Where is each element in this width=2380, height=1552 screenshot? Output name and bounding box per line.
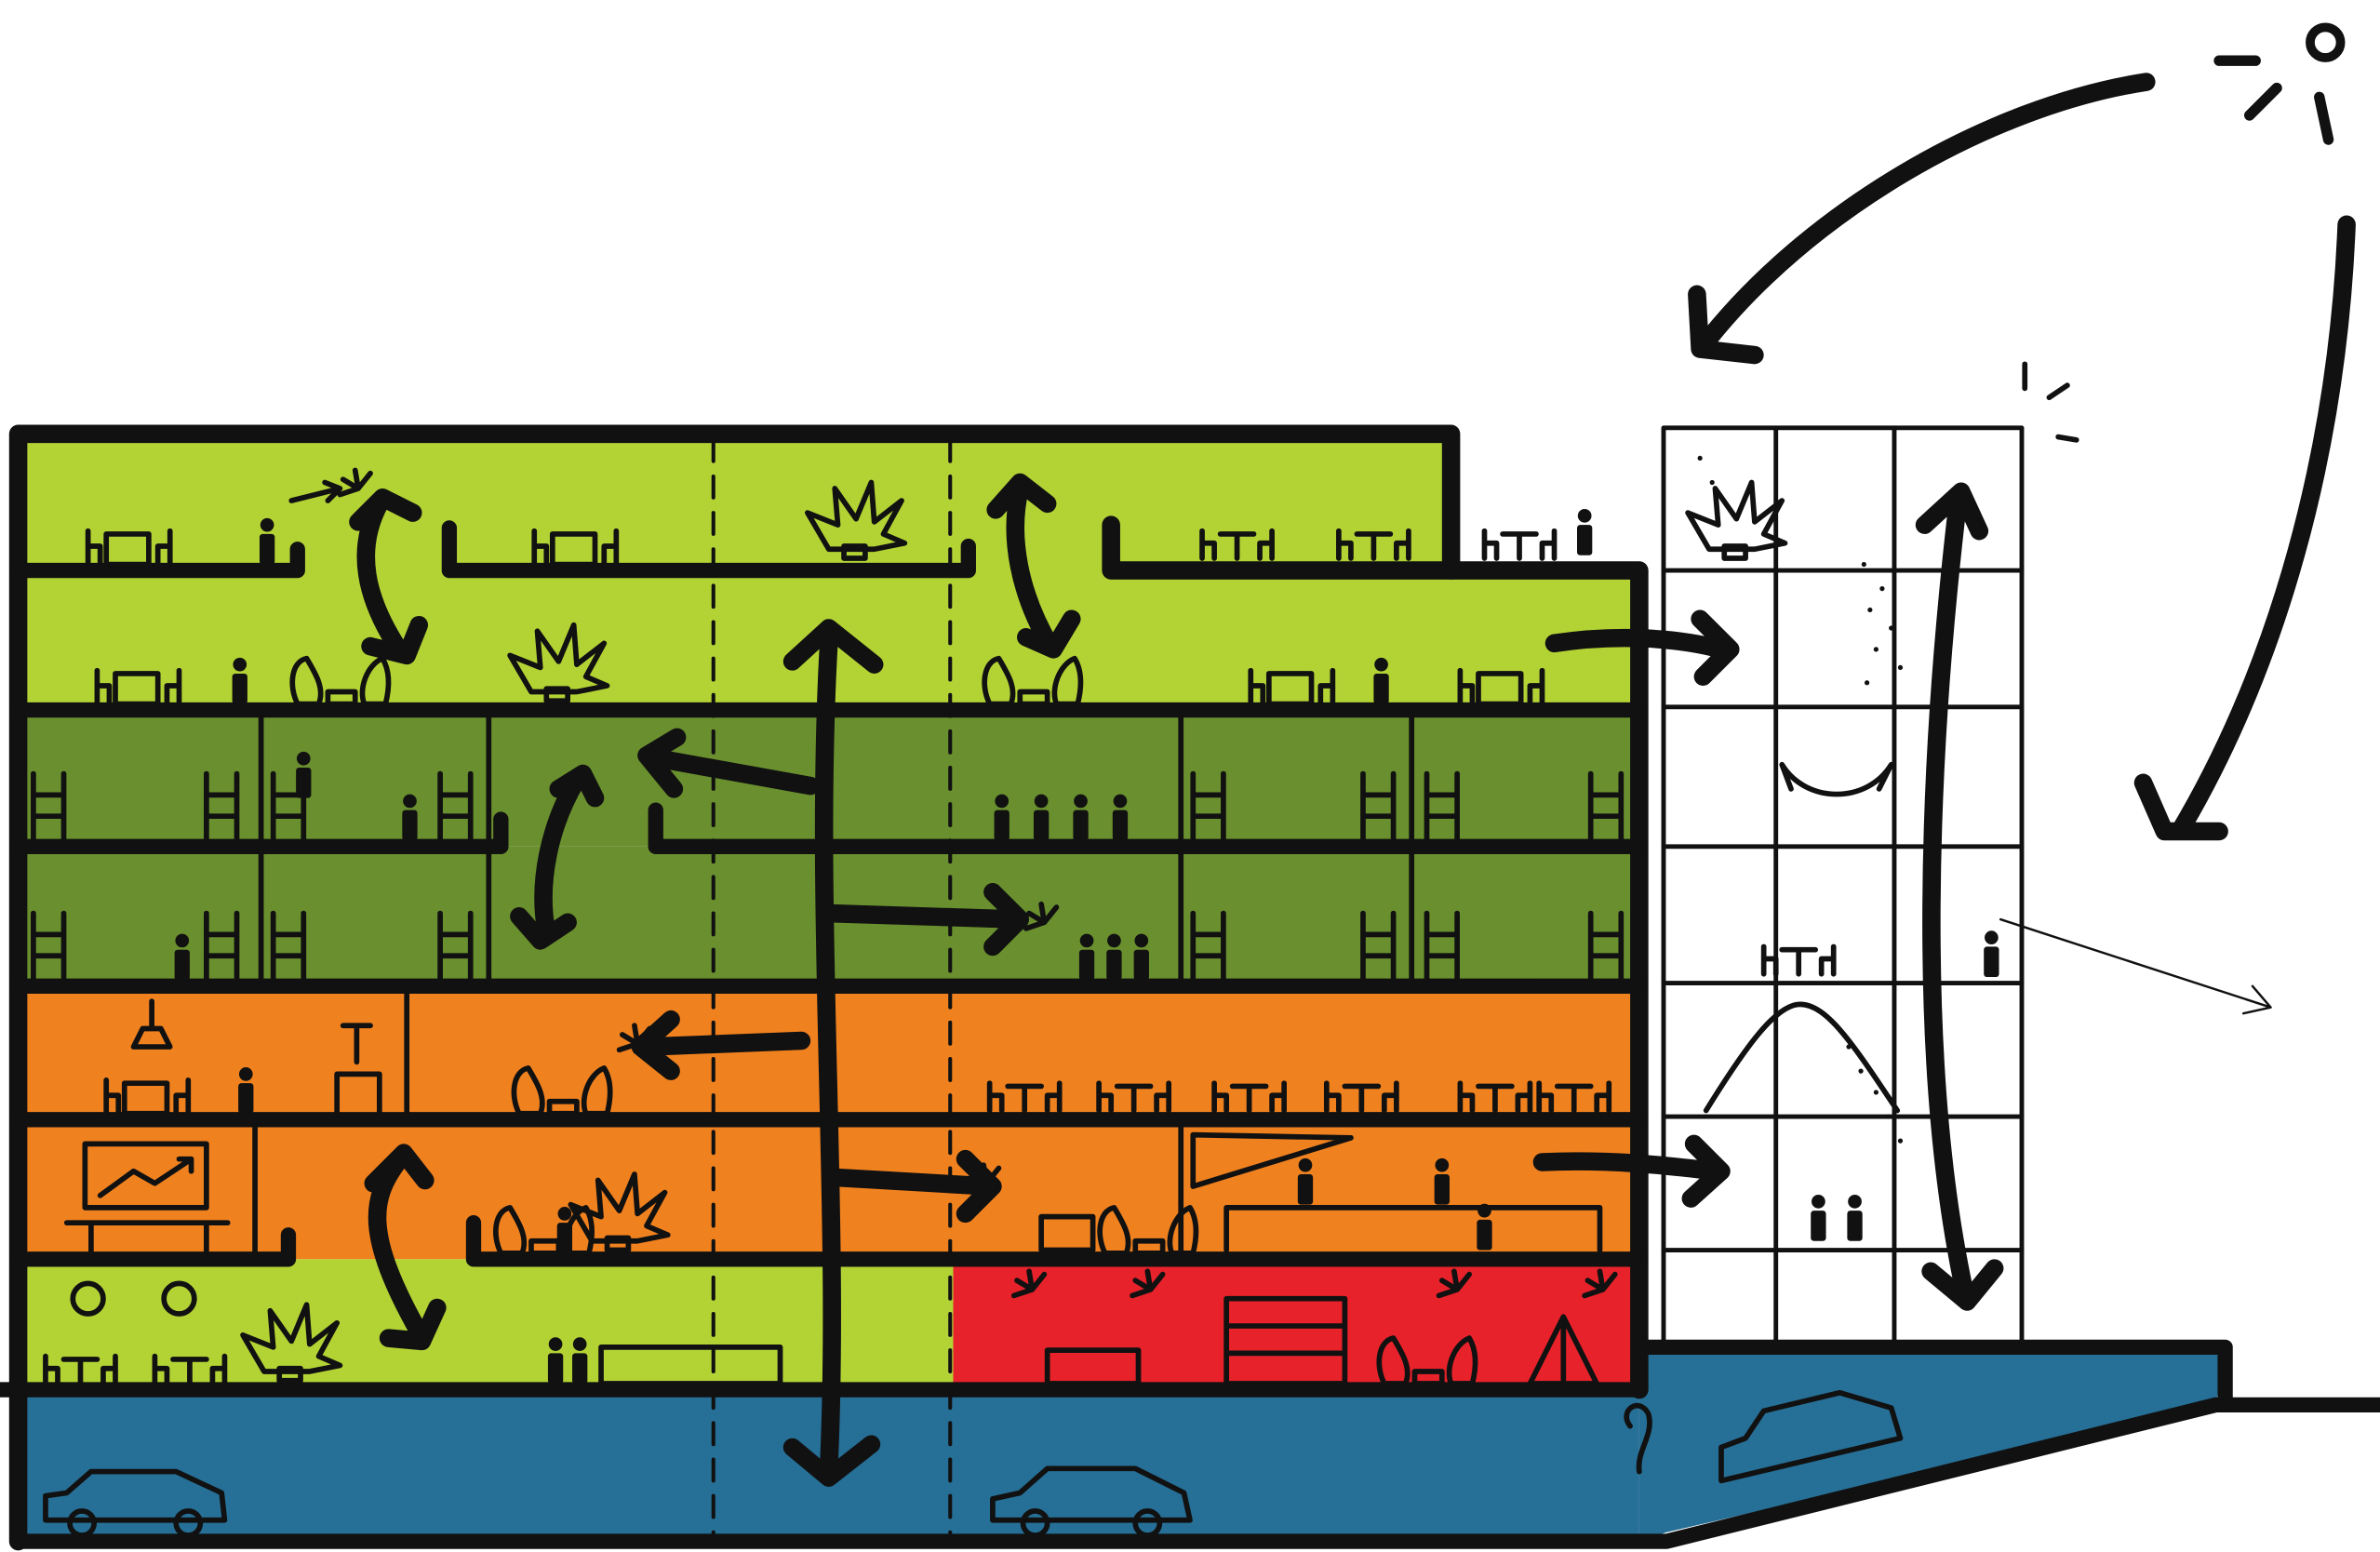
person-icon: [1297, 1157, 1314, 1205]
person-icon: [556, 1207, 573, 1253]
person-icon: [547, 1337, 564, 1385]
parking-cars: [43, 1389, 1904, 1538]
ground-floor-furniture: [46, 1271, 1615, 1384]
person-icon: [1477, 1203, 1492, 1251]
structure: [0, 424, 2380, 1551]
person-icon: [402, 794, 418, 841]
person-icon: [1112, 794, 1129, 841]
vertical-core-arrow: [814, 634, 841, 1478]
person-icon: [1133, 933, 1149, 981]
person-icon: [1078, 933, 1095, 981]
plant-icon: [1688, 482, 1785, 558]
arrow-to-tower-top: [1544, 609, 1740, 686]
person-icon: [572, 1337, 588, 1385]
daylight-arrow-right: [2133, 215, 2356, 841]
person-icon: [259, 517, 275, 565]
arrow-to-library: [637, 728, 820, 798]
ground-floor-green: [18, 1259, 954, 1390]
person-icon: [1033, 794, 1050, 841]
person-icon: [1073, 794, 1089, 841]
person-icon: [1811, 1195, 1826, 1241]
ventilation-dots: [1697, 455, 1943, 1144]
person-icon: [1577, 509, 1593, 555]
sun-icon: [2213, 22, 2346, 145]
person-icon: [994, 794, 1009, 841]
person-icon: [1847, 1195, 1863, 1241]
tower-furniture: [1688, 482, 2272, 1241]
lounge-furniture: [106, 998, 1609, 1114]
circulation-arrows: [349, 473, 2004, 1487]
person-icon: [174, 933, 190, 981]
arrow-to-tower-bottom: [1532, 1134, 1731, 1208]
person-icon: [1106, 933, 1122, 981]
person-icon: [238, 1067, 254, 1114]
parking-ramp: [1638, 1344, 2226, 1542]
person-icon: [1434, 1157, 1450, 1205]
glass-tower: [1661, 425, 2025, 1350]
arrow-to-library-right: [819, 882, 1030, 957]
person-icon: [1984, 930, 1999, 978]
meeting-furniture: [63, 1131, 1603, 1253]
person-icon: [1373, 657, 1389, 704]
arrow-to-lounge: [631, 1010, 811, 1080]
person-icon: [232, 657, 247, 704]
roof-floor-furniture: [88, 470, 1593, 564]
daylight-arrow-left: [1688, 73, 2156, 365]
arrow-to-meeting: [822, 1149, 1002, 1224]
tower-spark-icon: [2022, 361, 2079, 443]
person-icon: [296, 751, 312, 798]
tower-vertical-arrow: [1915, 482, 2004, 1311]
